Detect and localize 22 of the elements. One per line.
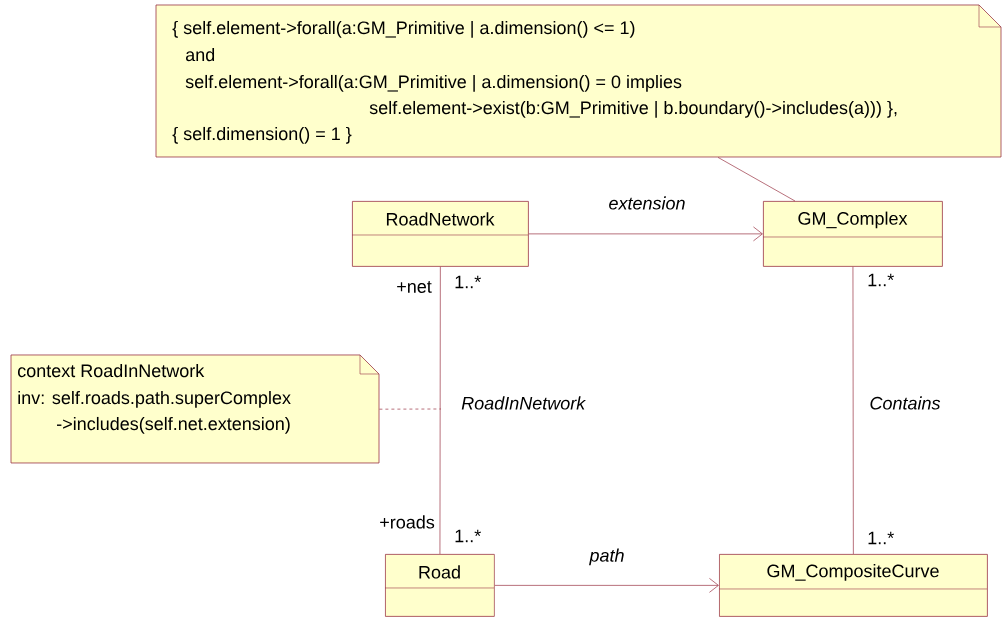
leader-line bbox=[379, 408, 442, 410]
role-label: +roads bbox=[380, 515, 435, 529]
edge-label: Contains bbox=[868, 395, 942, 411]
class-box: GM_Complex bbox=[762, 201, 943, 267]
role-label: 1..* bbox=[455, 275, 481, 289]
leader-line bbox=[717, 157, 796, 202]
class-box: GM_CompositeCurve bbox=[718, 554, 988, 617]
arrow bbox=[494, 578, 719, 593]
edge-label: extension bbox=[607, 195, 687, 211]
role-label: 1..* bbox=[868, 531, 894, 545]
class-box: Road bbox=[384, 554, 495, 617]
note: context RoadInNetwork inv: self.roads.path.superComplex ->includes(self.net.extension) bbox=[10, 354, 380, 464]
role-label: 1..* bbox=[868, 273, 894, 287]
arrow bbox=[528, 226, 763, 242]
edge-label: path bbox=[588, 547, 626, 567]
class-box: RoadNetwork bbox=[351, 201, 529, 267]
role-label: +net bbox=[397, 281, 432, 293]
association-line bbox=[439, 266, 441, 555]
note: { self.element->forall(a:GM_Primitive | a.dimension() <= 1) and self.element->forall(a:GM_Primitive | a.dimension() = 0 implies self.element->exist(b:GM_Primitive | b.boundary()->includes(a))) }, { self.dimension() = 1 } bbox=[155, 4, 1002, 158]
edge-label: RoadInNetwork bbox=[460, 395, 587, 411]
role-label: 1..* bbox=[455, 529, 481, 543]
association-line bbox=[852, 266, 854, 555]
